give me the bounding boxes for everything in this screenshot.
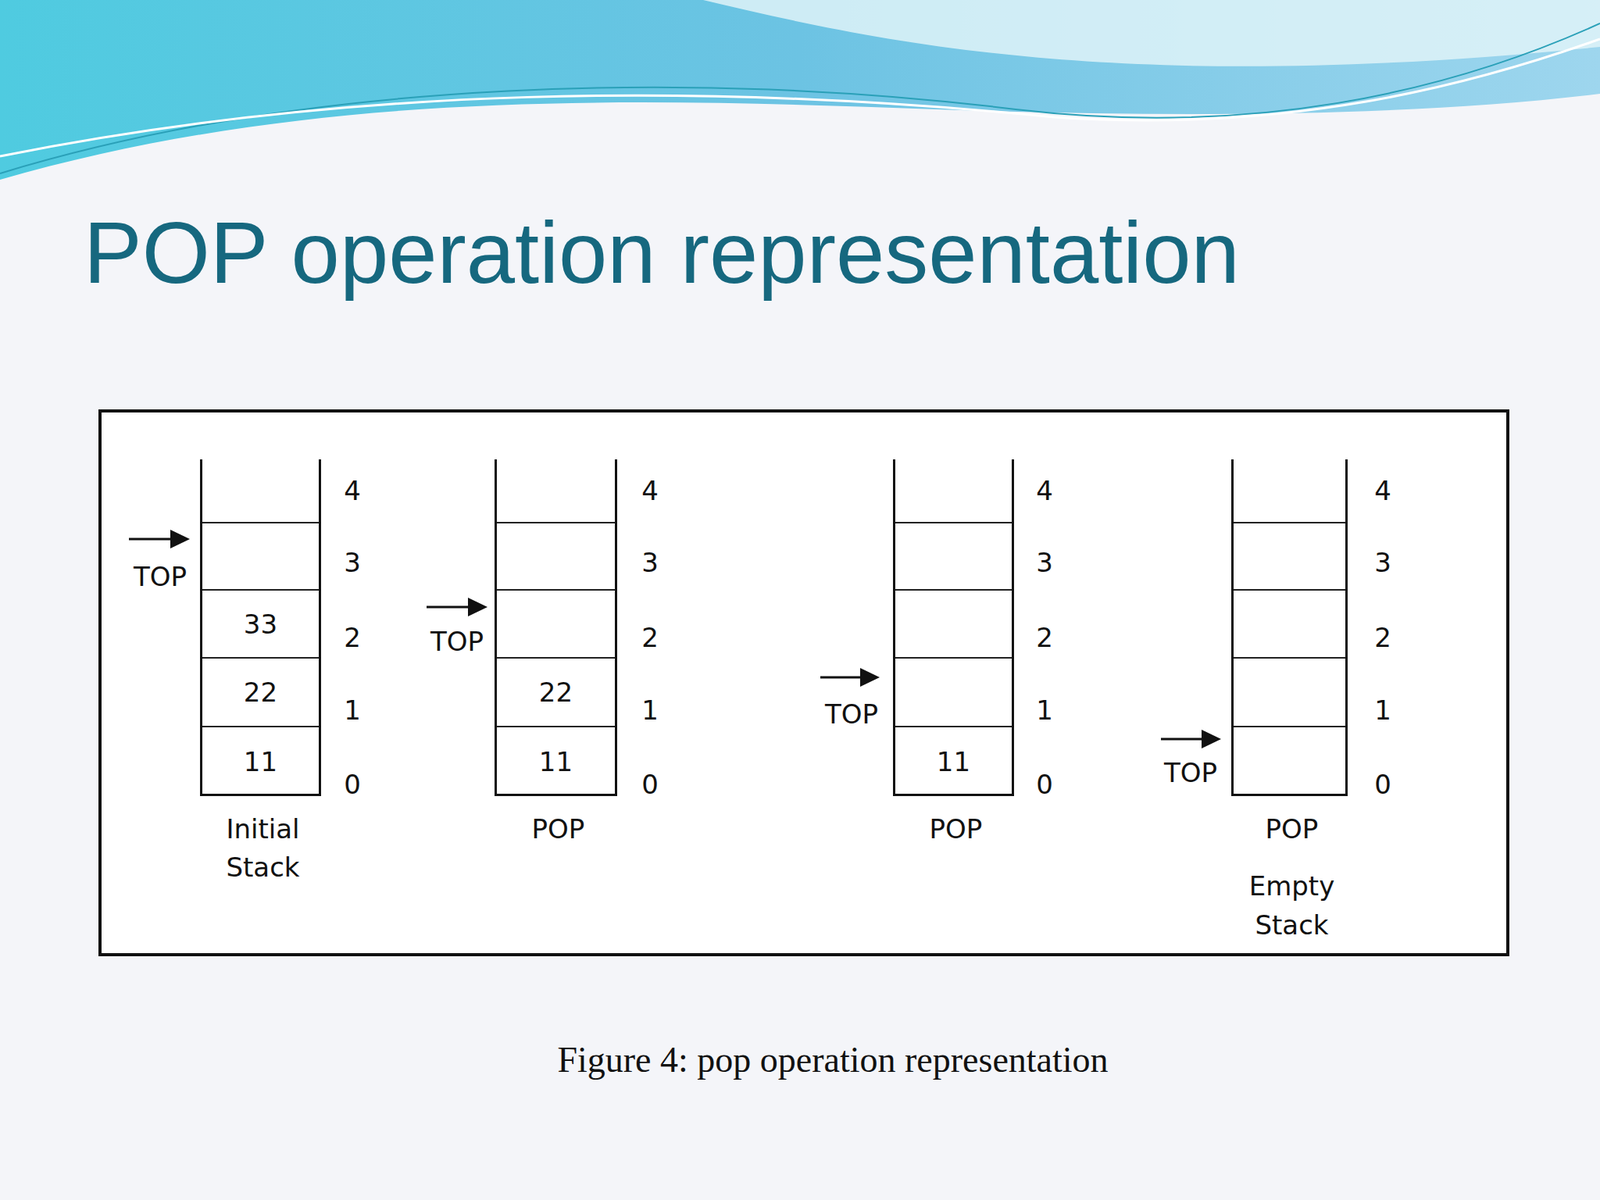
index-number: 3 [343,546,361,579]
cell-value: 11 [539,746,573,778]
index-number: 3 [1374,546,1392,579]
stack-label: POP [889,810,1023,849]
index-number: 1 [641,694,659,726]
stack-container: POP11 [892,459,1015,797]
index-number: 1 [343,694,361,726]
cell-divider [895,521,1012,524]
index-number: 4 [641,475,659,507]
stack-note: Empty Stack [1225,867,1359,945]
cell-value: 22 [539,676,573,708]
stack-label: POP [1225,810,1359,849]
wave-line [0,23,1600,174]
cell-divider [202,657,319,659]
stack-container: POPEmpty Stack [1231,459,1348,797]
top-pointer-label: TOP [133,560,187,593]
stack-cell: 22 [202,657,319,727]
top-pointer-label: TOP [1164,757,1218,789]
figure-caption: Figure 4: pop operation representation [557,1039,1108,1081]
cell-value: 22 [243,676,278,708]
index-number: 0 [641,768,659,800]
cell-divider [496,657,615,659]
stack-cell: 11 [496,726,615,797]
index-number: 4 [343,475,361,507]
index-number: 2 [641,621,659,654]
top-pointer-label: TOP [430,625,484,658]
cell-divider [496,589,615,591]
cell-divider [202,725,319,728]
header-swoosh [703,0,1600,67]
cell-divider [496,521,615,524]
stack-label: Initial Stack [196,810,330,888]
index-number: 2 [1035,621,1054,654]
index-number: 2 [1374,621,1392,654]
cell-divider [496,725,615,728]
index-number: 2 [343,621,361,654]
stack-cell: 11 [895,726,1012,797]
cell-value: 11 [243,746,278,778]
cell-value: 11 [936,746,971,778]
index-number: 4 [1035,475,1054,507]
cell-divider [1233,589,1346,591]
figure-frame [100,410,1508,955]
cell-divider [895,725,1012,728]
index-number: 0 [1035,768,1054,800]
index-number: 1 [1374,694,1392,726]
index-number: 4 [1374,475,1392,507]
cell-divider [1233,521,1346,524]
index-number: 1 [1035,694,1054,726]
cell-divider [895,589,1012,591]
cell-divider [202,589,319,591]
cell-divider [895,657,1012,659]
stack-label: POP [492,810,625,849]
wave-line [0,39,1600,157]
top-pointer-label: TOP [825,698,879,730]
stack-container: POP2211 [494,459,618,797]
index-number: 3 [1035,546,1054,579]
stack-cell: 11 [202,726,319,797]
slide-title: POP operation representation [83,204,1240,301]
stack-container: Initial Stack332211 [200,459,322,797]
index-number: 0 [1374,768,1392,800]
stack-cell: 22 [496,657,615,727]
header-wave [0,0,1600,180]
cell-divider [1233,725,1346,728]
cell-divider [202,521,319,524]
index-number: 3 [641,546,659,579]
top-arrows [128,529,1222,749]
index-number: 0 [343,768,361,800]
cell-divider [1233,657,1346,659]
stack-cell: 33 [202,589,319,658]
cell-value: 33 [243,608,278,640]
